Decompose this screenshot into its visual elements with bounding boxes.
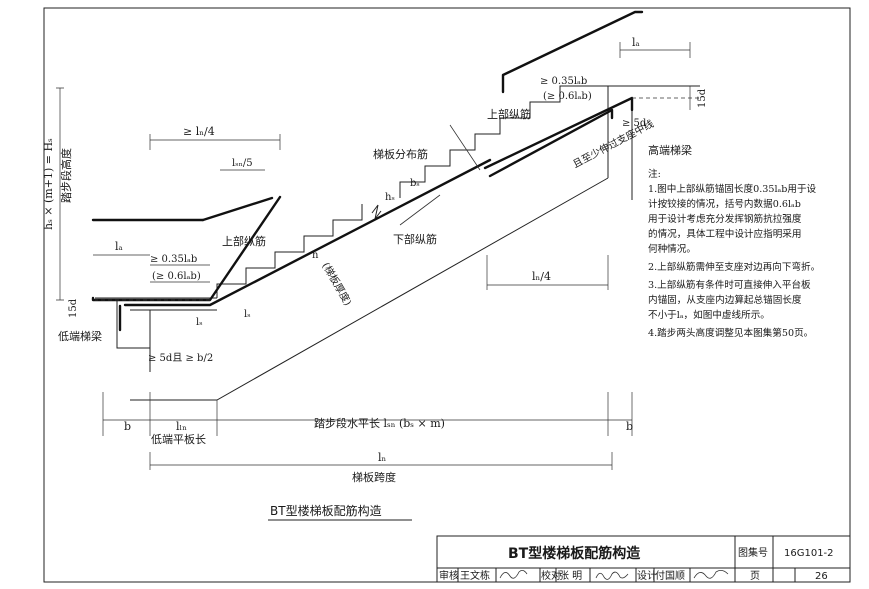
notes-heading: 注: xyxy=(648,168,661,180)
atlas-no-label: 图集号 xyxy=(738,546,768,559)
label-slab-thickness: (梯板厚度) xyxy=(319,260,354,308)
dimension-lines xyxy=(56,42,691,470)
high-end-beam-outline xyxy=(607,85,700,200)
note-line: 计按铰接的情况，括号内数据0.6lₐb xyxy=(648,198,801,210)
label-ls-1: lₛ xyxy=(196,317,203,328)
review-label: 审核 xyxy=(439,569,459,582)
page-label: 页 xyxy=(750,570,760,582)
note-line: 4.踏步两头高度调整见本图集第50页。 xyxy=(648,327,813,339)
note-line: 内锚固，从支座内边算起总锚固长度 xyxy=(648,294,802,306)
label-b-right: b xyxy=(626,420,633,433)
label-hs: hₛ xyxy=(385,192,395,203)
label-step-height: 踏步段高度 xyxy=(59,148,73,203)
label-ls-2: lₛ xyxy=(244,309,251,320)
label-top-bar-right: 上部纵筋 xyxy=(487,107,531,121)
label-5d-b2: ≥ 5d且 ≥ b/2 xyxy=(148,352,213,364)
label-hs-formula: hₛ × (m+1) = Hₛ xyxy=(42,138,55,230)
label-15d-left: 15d xyxy=(68,298,79,318)
notes: 注: 1.图中上部纵筋锚固长度0.35lₐb用于设 计按铰接的情况，括号内数据0… xyxy=(648,168,820,339)
label-top-bar-left: 上部纵筋 xyxy=(222,234,266,248)
label-h: h xyxy=(312,250,319,261)
note-line: 2.上部纵筋需伸至支座对边再向下弯折。 xyxy=(648,261,820,273)
label-low-end-beam: 低端梯梁 xyxy=(58,329,102,343)
page-number: 26 xyxy=(815,571,828,582)
label-bs: bₛ xyxy=(410,178,420,189)
checker-name: 张 明 xyxy=(559,570,582,582)
high-anchor-bar xyxy=(501,10,644,94)
title-block: BT型楼梯板配筋构造 图集号 16G101-2 审核 王文栋 校对 张 明 设计… xyxy=(436,535,851,583)
label-bottom-bar: 下部纵筋 xyxy=(393,232,437,246)
design-label: 设计 xyxy=(637,569,657,582)
label-lln: lₗₙ xyxy=(176,420,187,433)
designer-signature xyxy=(693,570,729,579)
label-ln: lₙ xyxy=(378,451,387,464)
note-line: 用于设计考虑充分发挥钢筋抗拉强度 xyxy=(648,213,802,225)
stair-steps xyxy=(216,85,608,298)
label-ln-quarter-left: ≥ lₙ/4 xyxy=(183,125,215,138)
label-anchor-left-1: ≥ 0.35lₐb xyxy=(150,254,197,265)
label-ln-quarter-right: lₙ/4 xyxy=(532,270,551,283)
rebars xyxy=(91,10,700,332)
label-anchor-right-2: (≥ 0.6lₐb) xyxy=(543,91,592,102)
note-line: 不小于lₐ，如图中虚线所示。 xyxy=(648,309,770,321)
designer-name: 付国顺 xyxy=(655,569,685,582)
break-mark xyxy=(371,204,382,220)
reviewer-name: 王文栋 xyxy=(460,569,490,582)
label-high-end-beam: 高端梯梁 xyxy=(648,143,692,157)
label-distribution-bar: 梯板分布筋 xyxy=(373,147,428,161)
note-line: 何种情况。 xyxy=(648,243,696,255)
label-anchor-right-1: ≥ 0.35lₐb xyxy=(540,76,587,87)
note-line: 的情况，具体工程中设计应指明采用 xyxy=(648,228,802,240)
check-label: 校对 xyxy=(541,569,561,582)
atlas-no: 16G101-2 xyxy=(784,548,834,559)
label-anchor-left-2: (≥ 0.6lₐb) xyxy=(152,271,201,282)
note-line: 3.上部纵筋有条件时可直接伸入平台板 xyxy=(648,279,811,291)
label-slab-span: 梯板跨度 xyxy=(352,470,396,484)
reviewer-signature xyxy=(499,570,528,579)
bottom-bar xyxy=(123,158,492,307)
label-15d-right: 15d xyxy=(697,88,708,108)
slab-soffit xyxy=(130,177,609,401)
low-end-beam-outline xyxy=(116,300,150,349)
label-lsn-5: lₛₙ/5 xyxy=(232,158,253,169)
label-5d-right: ≥ 5d xyxy=(622,118,647,129)
label-la-right: lₐ xyxy=(632,36,640,49)
checker-signature xyxy=(595,571,629,580)
note-line: 1.图中上部纵筋锚固长度0.35lₐb用于设 xyxy=(648,183,817,195)
drawing-caption: BT型楼梯板配筋构造 xyxy=(270,503,382,518)
label-la-left: lₐ xyxy=(115,240,123,253)
label-step-horizontal-length: 踏步段水平长 lₛₙ (bₛ × m) xyxy=(314,416,445,430)
label-low-flat-slab: 低端平板长 xyxy=(151,432,206,446)
label-b-left: b xyxy=(124,420,131,433)
title-block-title: BT型楼梯板配筋构造 xyxy=(508,545,640,562)
